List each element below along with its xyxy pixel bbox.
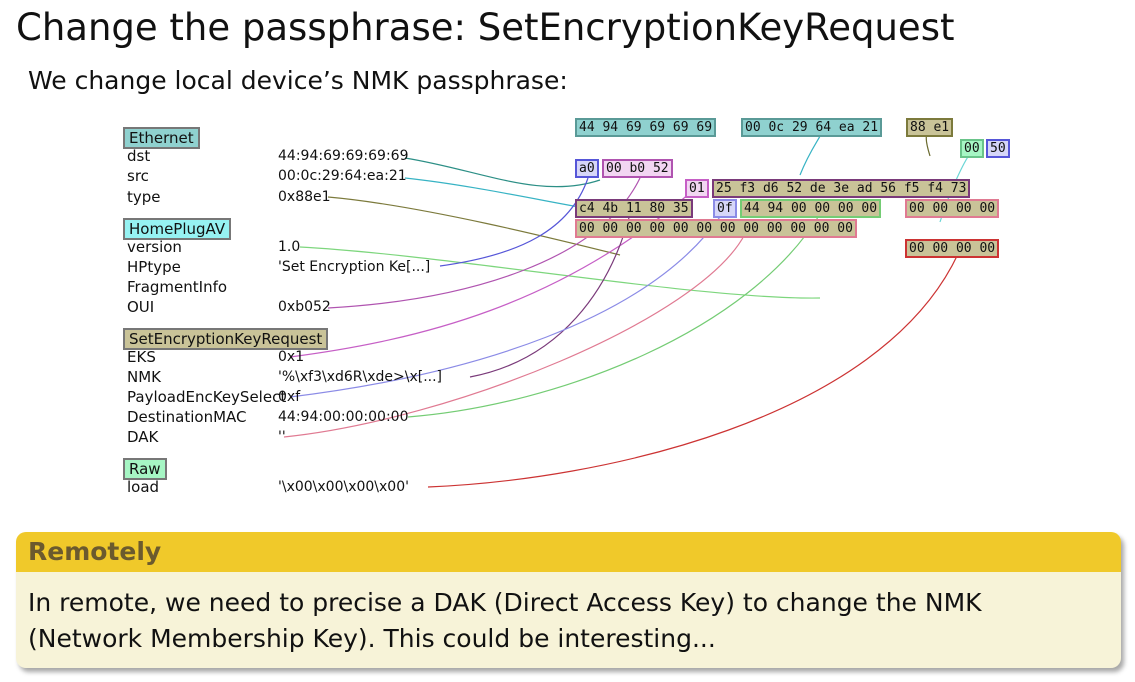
hex-hptype-byte: a0 (575, 159, 599, 178)
layer-header-setencryptionkeyrequest: SetEncryptionKeyRequest (123, 328, 329, 350)
hex-destmac-bytes: 44 94 00 00 00 00 (740, 199, 882, 218)
field-value: 44:94:69:69:69:69 (278, 148, 409, 164)
field-value: 44:94:00:00:00:00 (278, 409, 409, 425)
layer-header-ethernet: Ethernet (123, 127, 200, 149)
hex-nmk-bytes: 25 f3 d6 52 de 3e ad 56 f5 f4 73 (712, 179, 971, 198)
field-name: NMK (127, 368, 161, 386)
remote-note-header: Remotely (16, 532, 1121, 572)
field-value: 1.0 (278, 239, 301, 255)
hex-dak-bytes: 00 00 00 00 (905, 199, 1000, 218)
slide-title: Change the passphrase: SetEncryptionKeyR… (16, 6, 955, 49)
field-name: src (127, 167, 149, 185)
field-name: OUI (127, 298, 155, 316)
field-name: PayloadEncKeySelect (127, 388, 287, 406)
field-name: dst (127, 147, 151, 165)
layer-header-raw: Raw (123, 458, 167, 480)
hex-type-bytes: 88 e1 (906, 118, 954, 137)
field-value: 'Set Encryption Ke[...] (278, 259, 431, 275)
field-name: FragmentInfo (127, 278, 228, 296)
hex-fraginfo-byte: 00 (960, 139, 984, 158)
hex-oui-byte: 50 (986, 139, 1010, 158)
field-value: 0x1 (278, 349, 305, 365)
hex-eks-byte: 01 (685, 179, 709, 198)
field-value: '\x00\x00\x00\x00' (278, 479, 409, 495)
field-value: '' (278, 429, 286, 445)
hex-dak-bytes-cont: 00 00 00 00 00 00 00 00 00 00 00 00 (575, 219, 857, 238)
field-name: version (127, 238, 182, 256)
remote-note-line: (Network Membership Key). This could be … (28, 624, 716, 653)
remote-note-title: Remotely (28, 537, 162, 566)
field-name: DestinationMAC (127, 408, 247, 426)
field-name: DAK (127, 428, 159, 446)
field-name: EKS (127, 348, 156, 366)
field-name: type (127, 188, 161, 206)
field-name: HPtype (127, 258, 181, 276)
remote-note-box: Remotely In remote, we need to precise a… (16, 532, 1121, 668)
field-value: '%\xf3\xd6R\xde>\x[...] (278, 369, 443, 385)
hex-load-bytes: 00 00 00 00 (905, 239, 1000, 258)
field-value: 0xb052 (278, 299, 331, 315)
hex-dst-bytes: 44 94 69 69 69 69 (575, 118, 717, 137)
hex-src-bytes: 00 0c 29 64 ea 21 (741, 118, 883, 137)
field-value: 00:0c:29:64:ea:21 (278, 168, 407, 184)
field-value: 0x88e1 (278, 189, 331, 205)
hex-oui-bytes: 00 b0 52 (602, 159, 673, 178)
layer-header-homeplugav: HomePlugAV (123, 218, 232, 240)
subtitle: We change local device’s NMK passphrase: (28, 66, 568, 95)
remote-note-line: In remote, we need to precise a DAK (Dir… (28, 588, 982, 617)
hex-nmk-bytes-cont: c4 4b 11 80 35 (575, 199, 693, 218)
hex-keyselect-byte: 0f (713, 199, 737, 218)
field-name: load (127, 478, 160, 496)
field-value: 0xf (278, 389, 301, 405)
